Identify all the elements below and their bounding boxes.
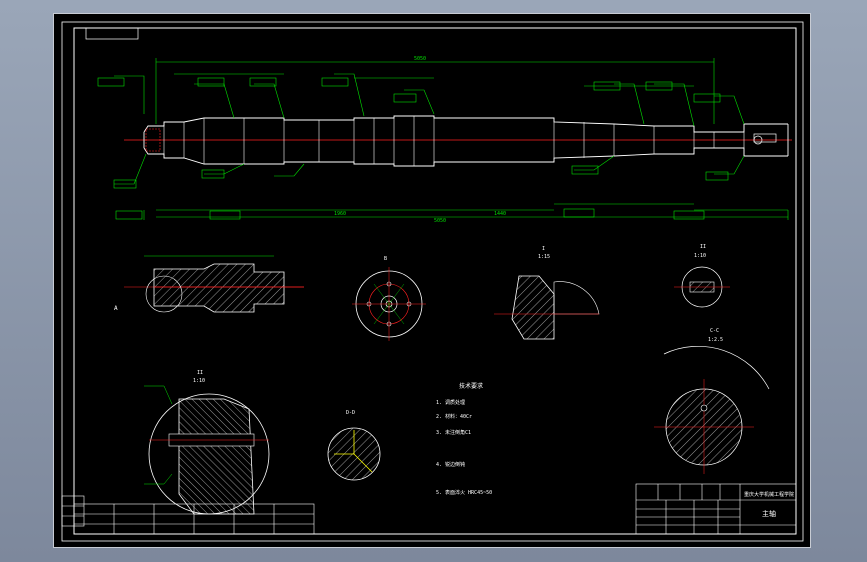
section-a-view[interactable]: A bbox=[114, 255, 304, 313]
detail-one-label: I bbox=[542, 246, 545, 252]
detail-one-scale: 1:15 bbox=[538, 254, 550, 260]
main-dimension-set bbox=[114, 58, 789, 220]
drawing-inner-frame bbox=[73, 27, 797, 535]
cad-drawing-viewport[interactable]: 5050 1960 1440 5050 A B I 1:15 bbox=[53, 13, 811, 548]
section-a-label: A bbox=[114, 305, 118, 312]
main-shaft-view[interactable] bbox=[124, 115, 792, 167]
title-block-school: 重庆大学机械工程学院 bbox=[744, 491, 794, 498]
overall-length-dim: 5050 bbox=[414, 56, 426, 62]
section-d-view[interactable]: D-D bbox=[327, 410, 381, 481]
segment-a-dim: 1960 bbox=[334, 211, 346, 217]
detail-large-scale: 1:10 bbox=[193, 378, 205, 384]
tech-req-line-2: 2. 材料：40Cr bbox=[436, 413, 472, 420]
drawing-canvas: 5050 1960 1440 5050 A B I 1:15 bbox=[61, 21, 804, 542]
feature-control-frames bbox=[97, 77, 729, 220]
tech-req-heading: 技术要求 bbox=[459, 382, 483, 390]
tech-req-line-1: 1. 调质处理 bbox=[436, 399, 465, 406]
detail-two-label: II bbox=[700, 244, 706, 250]
detail-c-label: C-C bbox=[710, 328, 719, 334]
detail-wedge-view[interactable]: I 1:15 bbox=[494, 246, 600, 340]
tech-req-line-3: 3. 未注倒角C1 bbox=[436, 429, 471, 436]
corner-tag-block bbox=[85, 27, 139, 40]
tech-req-line-4: 4. 锐边倒钝 bbox=[436, 461, 465, 468]
tech-req-line-5: 5. 表面淬火 HRC45~50 bbox=[436, 489, 492, 496]
flange-end-view[interactable]: B bbox=[352, 256, 426, 341]
detail-small-circle[interactable]: II 1:10 bbox=[674, 244, 730, 308]
shaft-outline-top bbox=[143, 115, 788, 133]
detail-c-scale: 1:2.5 bbox=[708, 337, 723, 343]
shaft-outline-bottom bbox=[143, 147, 788, 167]
section-d-label: D-D bbox=[346, 410, 355, 416]
section-b-label: B bbox=[384, 256, 387, 262]
left-revision-block bbox=[61, 495, 85, 527]
detail-large-label: II bbox=[197, 370, 203, 376]
detail-large-section-view[interactable]: II 1:10 bbox=[144, 370, 270, 515]
detail-length-dim: 5050 bbox=[434, 218, 446, 224]
title-block[interactable] bbox=[73, 483, 797, 535]
technical-requirements-block: 技术要求 1. 调质处理 2. 材料：40Cr 3. 未注倒角C1 4. 锐边倒… bbox=[436, 382, 492, 496]
segment-b-dim: 1440 bbox=[494, 211, 506, 217]
title-block-part-name: 主轴 bbox=[762, 509, 776, 518]
detail-c-view[interactable]: C-C 1:2.5 bbox=[654, 328, 770, 474]
drawing-outer-frame bbox=[61, 21, 804, 542]
detail-two-scale: 1:10 bbox=[694, 253, 706, 259]
